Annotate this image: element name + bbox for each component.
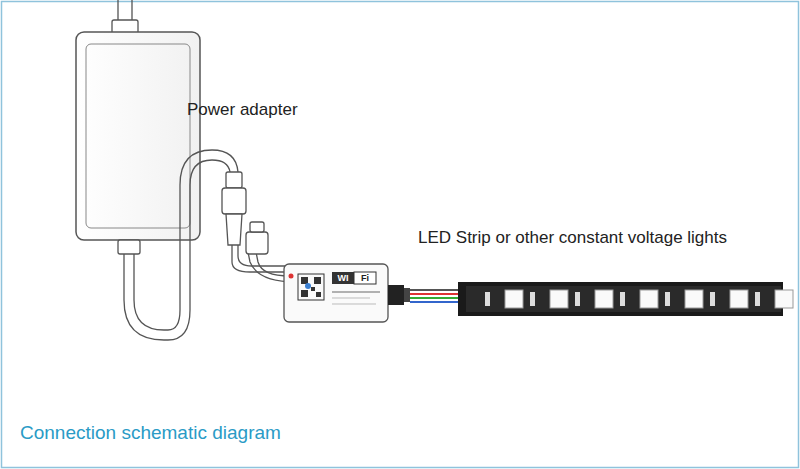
wifi-badge: Fi (354, 272, 376, 284)
dc-jack (222, 172, 290, 272)
rgb-connector (388, 285, 458, 305)
dc-cable (124, 150, 238, 340)
led-chip (685, 290, 703, 308)
strip-label: LED Strip or other constant voltage ligh… (418, 228, 727, 248)
resistor (530, 292, 535, 306)
resistor (755, 292, 760, 306)
resistor (665, 292, 670, 306)
led-chip (730, 290, 748, 308)
led-chip (640, 290, 658, 308)
power-adapter (76, 0, 200, 254)
led-chip (775, 290, 793, 308)
resistor (620, 292, 625, 306)
led-chip (550, 290, 568, 308)
led-chip (595, 290, 613, 308)
resistor (710, 292, 715, 306)
caption: Connection schematic diagram (20, 422, 281, 444)
led-chip (505, 290, 523, 308)
wifi-badge: WI (332, 272, 354, 284)
resistor (575, 292, 580, 306)
led-strip (458, 282, 783, 316)
adapter-label: Power adapter (187, 100, 298, 120)
led-chips (485, 290, 793, 308)
resistor (485, 292, 490, 306)
wifi-controller (284, 264, 388, 322)
